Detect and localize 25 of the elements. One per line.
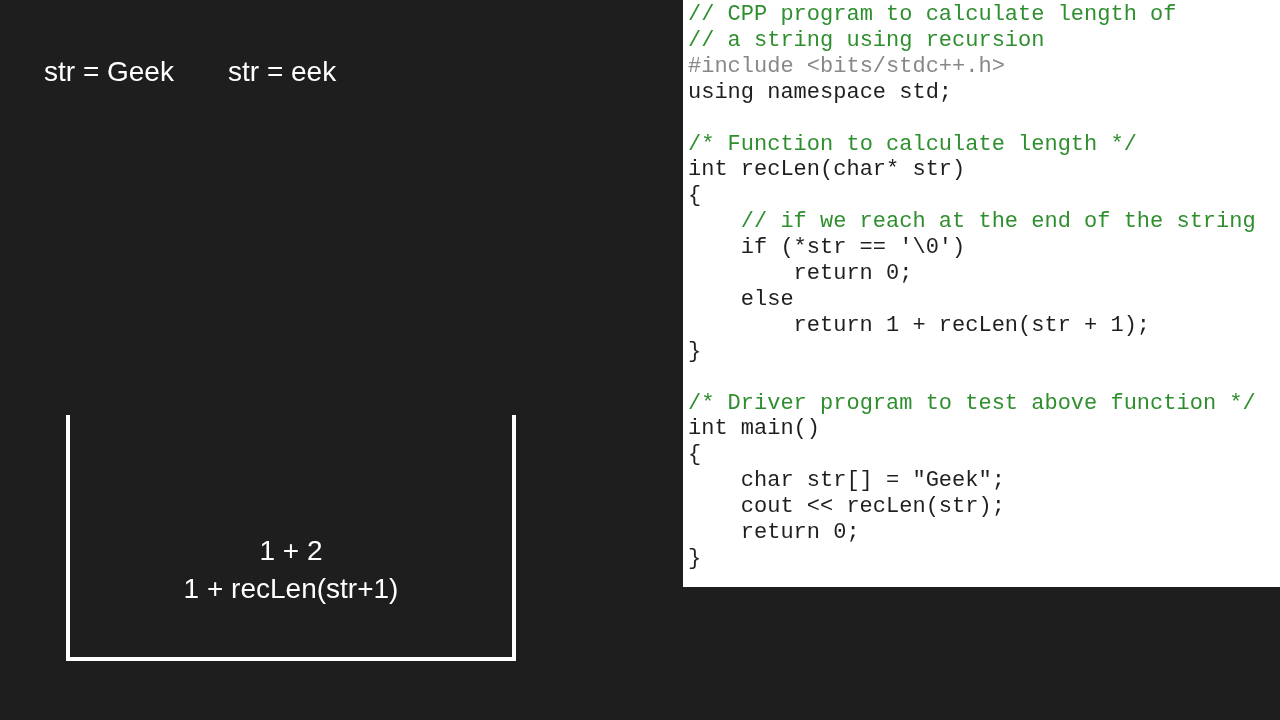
code-line: // a string using recursion (688, 27, 1045, 54)
code-line: } (688, 545, 702, 572)
code-line: char str[] = "Geek"; (740, 468, 1005, 495)
stack-container (66, 415, 516, 661)
code-line: int recLen(char* str) (688, 157, 966, 184)
code-line: { (688, 183, 702, 210)
variable-label: str = Geek (44, 56, 174, 88)
code-line: { (688, 442, 702, 469)
code-line: } (688, 338, 702, 365)
code-line: return 1 + recLen(str + 1); (793, 312, 1151, 339)
code-line: using namespace std; (688, 79, 953, 106)
code-line: if (*str == '\0') (740, 235, 966, 262)
code-line: return 0; (740, 520, 860, 546)
code-line: cout << recLen(str); (740, 494, 1005, 521)
variable-label: str = eek (228, 56, 337, 88)
stack-frame-text: 1 + 2 (259, 535, 323, 566)
code-line: else (740, 286, 794, 313)
code-line: #include <bits/stdc++.h> (688, 53, 1005, 80)
code-line: /* Driver program to test above function */ (688, 390, 1256, 417)
stack-frame-text: 1 + recLen(str+1) (183, 573, 399, 604)
code-line: // if we reach at the end of the string (740, 209, 1256, 236)
code-line: int main() (688, 416, 821, 443)
code-line: /* Function to calculate length */ (688, 131, 1137, 158)
code-line: // CPP program to calculate length of (688, 2, 1177, 28)
code-line: return 0; (793, 261, 913, 287)
